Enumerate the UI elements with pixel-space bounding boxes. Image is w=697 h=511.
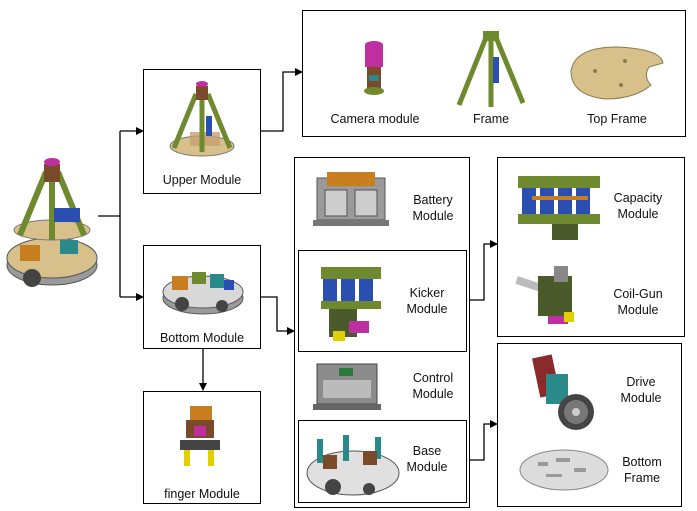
kicker-module-label: Kicker Module: [387, 285, 467, 317]
arrow-bottom-to-sub: [261, 296, 295, 335]
finger-module-box: finger Module: [143, 391, 261, 504]
capacity-module-image: [518, 176, 600, 240]
frame-label: Frame: [472, 112, 510, 126]
upper-module-label: Upper Module: [162, 173, 242, 187]
base-label-line2: Module: [406, 460, 448, 474]
bottom-frame-image: [519, 449, 609, 491]
base-module-box: Base Module: [298, 420, 467, 503]
control-label-line1: Control: [412, 371, 454, 385]
camera-module-label: Camera module: [330, 112, 420, 126]
arrow-kicker-to-capacity: [467, 240, 498, 301]
coil-gun-label-line2: Module: [617, 303, 659, 317]
control-module-image: [313, 363, 381, 410]
capacity-label-line2: Module: [617, 207, 659, 221]
battery-label-line2: Module: [412, 209, 454, 223]
capacity-label-line1: Capacity: [613, 191, 663, 205]
drive-module-image: [532, 354, 594, 430]
top-frame-label: Top Frame: [587, 112, 647, 126]
capacity-module-label: Capacity Module: [598, 190, 678, 222]
kicker-module-image: [321, 267, 381, 341]
robot-full-image: [6, 158, 98, 287]
base-module-label: Base Module: [387, 443, 467, 475]
kicker-subparts-box: Capacity Module Coil-Gun Module: [497, 157, 685, 337]
finger-module-label: finger Module: [164, 487, 240, 501]
coil-gun-label-line1: Coil-Gun: [613, 287, 663, 301]
kicker-label-line2: Module: [406, 302, 448, 316]
upper-parts-box: Camera module Frame Top Frame: [302, 10, 686, 137]
drive-label-line1: Drive: [626, 375, 656, 389]
bottom-frame-label-line2: Frame: [623, 471, 661, 485]
control-label-line2: Module: [412, 387, 454, 401]
frame-image: [456, 31, 526, 107]
kicker-label-line1: Kicker: [409, 286, 445, 300]
top-frame-image: [570, 46, 664, 100]
bottom-frame-label-line1: Bottom: [622, 455, 662, 469]
finger-module-image: [180, 406, 220, 466]
bottom-module-box: Bottom Module: [143, 245, 261, 349]
bottom-module-image: [162, 272, 244, 315]
battery-module-label: Battery Module: [393, 192, 473, 224]
bottom-frame-label: Bottom Frame: [602, 454, 682, 486]
arrow-upper-to-parts: [261, 68, 303, 132]
battery-module-image: [313, 172, 389, 226]
battery-label-line1: Battery: [413, 193, 453, 207]
coil-gun-module-label: Coil-Gun Module: [598, 286, 678, 318]
kicker-module-box: Kicker Module: [298, 250, 467, 352]
control-module-label: Control Module: [393, 370, 473, 402]
bottom-module-label: Bottom Module: [159, 331, 245, 345]
coil-gun-module-image: [515, 266, 574, 324]
base-module-image: [306, 435, 400, 496]
upper-module-image: [169, 81, 235, 157]
camera-module-image: [364, 41, 384, 95]
drive-label-line2: Module: [620, 391, 662, 405]
base-subparts-box: Drive Module Bottom Frame: [497, 343, 682, 507]
base-label-line1: Base: [412, 444, 442, 458]
drive-module-label: Drive Module: [601, 374, 681, 406]
upper-module-box: Upper Module: [143, 69, 261, 194]
arrow-base-to-drive: [467, 420, 498, 461]
